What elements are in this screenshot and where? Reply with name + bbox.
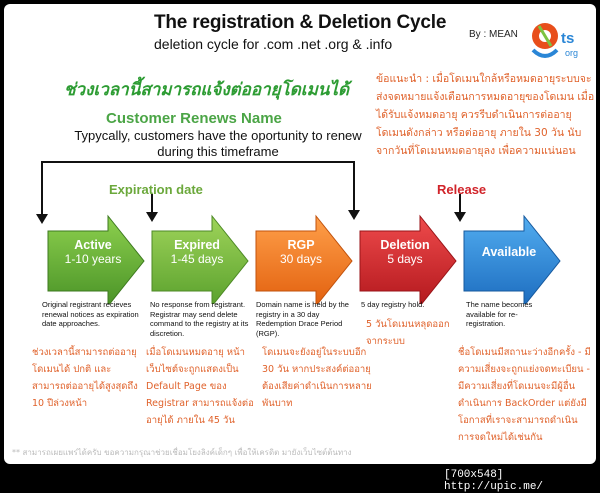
infographic-card: The registration & Deletion Cycle deleti… (4, 4, 596, 464)
page-subtitle: deletion cycle for .com .net .org & .inf… (154, 36, 393, 52)
stage-arrow-available (463, 214, 561, 304)
expiration-arrow-icon (146, 212, 158, 222)
logo-text-bottom: org (565, 48, 578, 58)
expiration-label: Expiration date (109, 182, 203, 197)
renew-text: Typycally, customers have the oportunity… (74, 128, 362, 159)
release-arrow-icon (454, 212, 466, 222)
stage-arrow-expired (151, 214, 249, 304)
stage-description: The name becomes available for re-regist… (466, 300, 533, 328)
stage-period: 1-45 days (170, 252, 224, 266)
stage-name: RGP (287, 238, 315, 252)
stage-name: Expired (174, 238, 220, 252)
stage-description: Domain name is held by the registry in a… (256, 300, 349, 338)
renew-bracket (41, 161, 355, 219)
footnote: ** สามารถเผยแพร่ได้ครับ ขอความกรุณาช่วยเ… (12, 448, 352, 457)
stage-period: 30 days (279, 252, 323, 266)
stage-description: Original registrant recieves renewal not… (42, 300, 139, 328)
stage-thai-note: ช่วงเวลานี้สามารถต่ออายุโดเมนได้ ปกติ แล… (32, 347, 138, 409)
stage-available: Available (454, 245, 564, 259)
page-title: The registration & Deletion Cycle (154, 12, 447, 33)
stage-arrow-active (47, 214, 145, 304)
stage-active: Active 1-10 years (38, 238, 148, 266)
stage-description: 5 day registry hold. (361, 300, 425, 309)
bracket-arrow-left-icon (36, 214, 48, 224)
stage-period: 5 days (387, 252, 423, 266)
stage-name: Active (74, 238, 112, 252)
renew-thai-heading: ช่วงเวลานี้สามารถแจ้งต่ออายุโดเมนได้ (64, 80, 350, 100)
advice-note: ข้อแนะนำ : เมื่อโดเมนใกล้หรือหมดอายุระบบ… (376, 73, 595, 157)
renew-title: Customer Renews Name (106, 110, 282, 127)
stage-thai-note: ชื่อโดเมนมีสถานะว่างอีกครั้ง - มีความเสี… (458, 347, 591, 443)
stage-arrow-deletion (359, 214, 457, 304)
stage-expired: Expired 1-45 days (142, 238, 252, 266)
stage-thai-note: 5 วันโดเมนหลุดออกจากระบบ (366, 319, 450, 347)
stage-name: Available (481, 245, 537, 259)
stage-arrow-rgp (255, 214, 353, 304)
bracket-arrow-right-icon (348, 210, 360, 220)
stage-thai-note: โดเมนจะยังอยู่ในระบบอีก 30 วัน หากประสงค… (262, 347, 372, 409)
logo-icon: ts org (531, 23, 578, 58)
stage-deletion: Deletion 5 days (350, 238, 460, 266)
stage-description: No response from registrant. Registrar m… (150, 300, 249, 338)
author-credit: By : MEAN (469, 29, 518, 40)
cycle-diagram (36, 161, 561, 304)
release-label: Release (437, 182, 487, 197)
stage-period: 1-10 years (64, 252, 122, 266)
image-caption: [700x548] http://upic.me/ (444, 469, 544, 493)
logo-text-top: ts (561, 30, 574, 47)
stage-rgp: RGP 30 days (246, 238, 356, 266)
stage-name: Deletion (380, 238, 430, 252)
stage-thai-note: เมื่อโดเมนหมดอายุ หน้าเว็บไซต์จะถูกแสดงเ… (146, 347, 254, 426)
